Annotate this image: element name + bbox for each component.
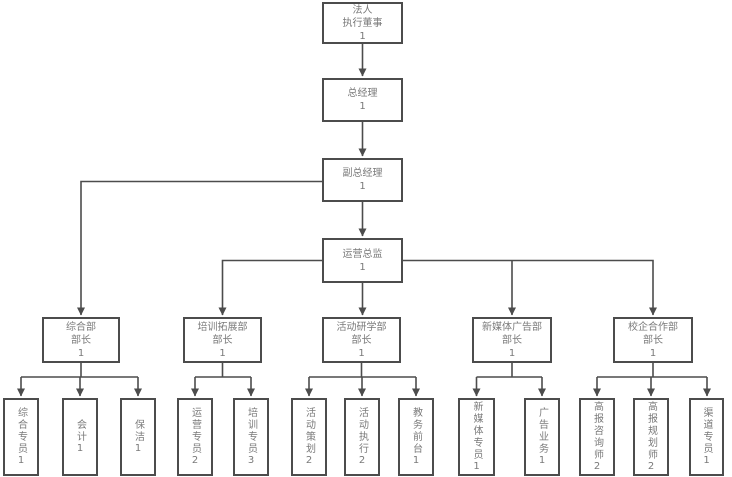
dept-node-new-media-advertising: 新媒体广告部 部长 1 [472, 317, 552, 363]
node-title: 综合专员 [15, 406, 27, 455]
node-title: 渠道专员 [701, 406, 712, 455]
node-count: 2 [189, 454, 201, 468]
node-count: 1 [359, 101, 366, 112]
node-count: 1 [359, 30, 366, 42]
staff-node-event-executor: 活动执行2 [344, 398, 380, 476]
org-node-deputy-general-manager: 副总经理 1 [322, 158, 403, 202]
node-title: 运营专员 [189, 406, 201, 455]
node-count: 1 [15, 454, 27, 468]
node-count: 2 [356, 454, 368, 468]
staff-node-ad-business: 广告业务1 [524, 398, 560, 476]
node-count: 1 [132, 442, 144, 456]
node-count: 2 [645, 460, 657, 474]
node-title: 综合部 部长 [66, 321, 96, 346]
node-title: 培训专员 [245, 406, 257, 455]
org-node-operations-director: 运营总监 1 [322, 238, 403, 283]
dept-node-general-affairs: 综合部 部长 1 [42, 317, 120, 363]
node-count: 2 [303, 454, 315, 468]
node-title: 高报咨询师 [591, 400, 603, 461]
node-count: 1 [74, 442, 86, 456]
node-title: 活动研学部 部长 [336, 321, 387, 346]
dept-node-activity-research: 活动研学部 部长 1 [322, 317, 401, 363]
staff-node-new-media-specialist: 新媒体专员1 [458, 398, 495, 476]
staff-node-operations-specialist: 运营专员2 [177, 398, 213, 476]
node-title: 保洁 [132, 418, 144, 443]
junction-lines [21, 363, 707, 378]
node-title: 副总经理 [342, 168, 383, 179]
node-title: 总经理 [347, 88, 378, 99]
node-title: 高报规划师 [645, 400, 657, 461]
node-count: 1 [649, 347, 657, 359]
staff-node-event-planner: 活动策划2 [291, 398, 327, 476]
edge-coo-dept5 [403, 259, 657, 316]
staff-node-general-specialist: 综合专员1 [3, 398, 39, 476]
staff-node-academic-front-desk: 教务前台1 [398, 398, 434, 476]
edge-dgm-dept1 [77, 180, 322, 316]
node-title: 运营总监 [342, 248, 383, 260]
node-title: 培训拓展部 部长 [197, 321, 248, 346]
node-title: 新媒体广告部 部长 [482, 321, 542, 346]
node-count: 1 [508, 347, 516, 359]
org-node-executive-director: 法人 执行董事 1 [322, 2, 403, 44]
node-count: 1 [219, 347, 226, 359]
dept-node-school-enterprise-cooperation: 校企合作部 部长 1 [613, 317, 693, 363]
staff-node-channel-specialist: 渠道专员1 [689, 398, 724, 476]
node-title: 活动执行 [356, 406, 368, 455]
node-count: 1 [359, 261, 366, 273]
dept-node-training-expansion: 培训拓展部 部长 1 [183, 317, 262, 363]
node-count: 2 [591, 460, 603, 474]
node-title: 教务前台 [410, 406, 422, 455]
node-title: 校企合作部 部长 [628, 321, 678, 346]
node-count: 1 [701, 454, 712, 468]
node-count: 3 [245, 454, 257, 468]
staff-node-gaokao-planner: 高报规划师2 [633, 398, 669, 476]
node-count: 1 [536, 454, 548, 468]
node-title: 会计 [74, 418, 86, 443]
staff-node-gaokao-consultant: 高报咨询师2 [579, 398, 615, 476]
staff-node-accountant: 会计1 [62, 398, 98, 476]
staff-node-training-specialist: 培训专员3 [233, 398, 269, 476]
node-title: 活动策划 [303, 406, 315, 455]
staff-node-cleaner: 保洁1 [120, 398, 156, 476]
org-node-general-manager: 总经理 1 [322, 78, 403, 122]
node-count: 1 [359, 181, 366, 192]
node-title: 法人 执行董事 [342, 4, 383, 29]
node-title: 广告业务 [536, 406, 548, 455]
node-title: 新媒体专员 [471, 400, 482, 461]
edge-coo-dept2 [218, 259, 322, 316]
node-count: 1 [77, 347, 85, 359]
node-count: 1 [410, 454, 422, 468]
node-count: 1 [358, 347, 365, 359]
node-count: 1 [471, 460, 482, 474]
